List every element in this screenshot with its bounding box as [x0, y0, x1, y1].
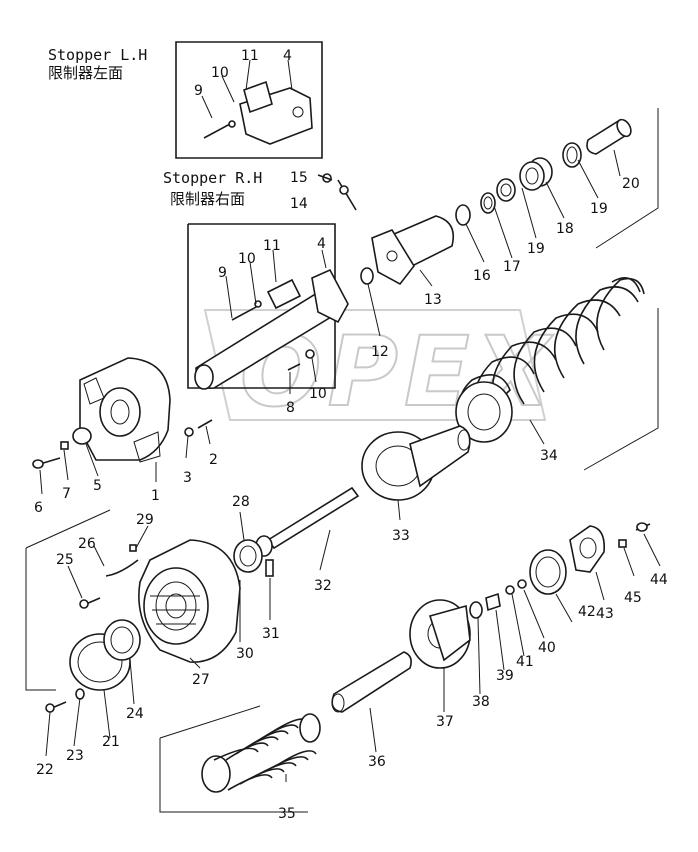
rings-16-19	[455, 142, 582, 226]
label-29: 29	[136, 512, 154, 528]
part-20-pin	[586, 118, 632, 155]
label-9b: 9	[218, 265, 227, 281]
label-26: 26	[78, 536, 96, 552]
label-2: 2	[209, 452, 218, 468]
label-25: 25	[56, 552, 74, 568]
label-35: 35	[278, 806, 296, 822]
label-11b: 11	[263, 238, 281, 254]
label-38: 38	[472, 694, 490, 710]
part-27-cylinder	[79, 539, 263, 663]
part-32-rod	[255, 486, 360, 577]
caption-stopper-rh-zh: 限制器右面	[170, 190, 246, 208]
label-42: 42	[578, 604, 596, 620]
label-41: 41	[516, 654, 534, 670]
label-3: 3	[183, 470, 192, 486]
label-15: 15	[290, 170, 308, 186]
label-4b: 4	[317, 236, 326, 252]
label-24: 24	[126, 706, 144, 722]
label-10c: 10	[309, 386, 327, 402]
label-17: 17	[503, 259, 521, 275]
label-7: 7	[62, 486, 71, 502]
part-35-spring	[201, 713, 321, 793]
label-18: 18	[556, 221, 574, 237]
label-40: 40	[538, 640, 556, 656]
label-31: 31	[262, 626, 280, 642]
parts-21-24-seals	[45, 619, 141, 713]
stopper-lh-sketch	[203, 80, 313, 145]
label-14: 14	[290, 196, 308, 212]
part-labels: 9 10 11 4 15 14 20 19 18 19 17 16 13 11 …	[34, 48, 668, 822]
caption-stopper-lh-zh: 限制器左面	[48, 64, 124, 82]
part-37-piston	[331, 599, 471, 713]
label-45: 45	[624, 590, 642, 606]
part-13-stopper	[317, 173, 455, 286]
label-8: 8	[286, 400, 295, 416]
leader-lines	[39, 59, 661, 782]
label-44: 44	[650, 572, 668, 588]
label-16: 16	[473, 268, 491, 284]
label-27: 27	[192, 672, 210, 688]
label-10b: 10	[238, 251, 256, 267]
label-21: 21	[102, 734, 120, 750]
label-11: 11	[241, 48, 259, 64]
label-10: 10	[211, 65, 229, 81]
part-34-recoil-spring	[455, 276, 645, 443]
label-22: 22	[36, 762, 54, 778]
caption-stopper-rh: Stopper R.H	[163, 169, 263, 187]
label-39: 39	[496, 668, 514, 684]
label-34: 34	[540, 448, 558, 464]
label-43: 43	[596, 606, 614, 622]
label-19: 19	[590, 201, 608, 217]
label-19b: 19	[527, 241, 545, 257]
label-1: 1	[151, 488, 160, 504]
label-36: 36	[368, 754, 386, 770]
label-23: 23	[66, 748, 84, 764]
caption-stopper-lh: Stopper L.H	[48, 46, 148, 64]
part-33-yoke	[361, 425, 471, 501]
parts-38-45	[469, 522, 651, 619]
bracket-frames	[25, 41, 659, 813]
label-28: 28	[232, 494, 250, 510]
label-30: 30	[236, 646, 254, 662]
label-20: 20	[622, 176, 640, 192]
label-33: 33	[392, 528, 410, 544]
label-12: 12	[371, 344, 389, 360]
label-5: 5	[93, 478, 102, 494]
part-1-housing	[32, 357, 213, 469]
stopper-rh-sketch	[194, 268, 349, 390]
label-37: 37	[436, 714, 454, 730]
label-4: 4	[283, 48, 292, 64]
label-32: 32	[314, 578, 332, 594]
label-6: 6	[34, 500, 43, 516]
label-9: 9	[194, 83, 203, 99]
label-13: 13	[424, 292, 442, 308]
